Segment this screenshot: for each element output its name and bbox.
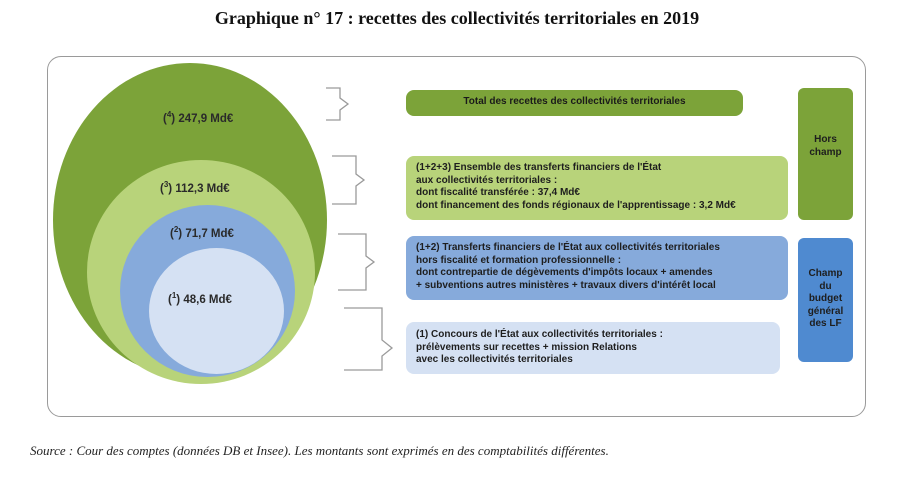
amount-label-2: (2) 71,7 Md€: [170, 225, 234, 240]
box-text-line: prélèvements sur recettes + mission Rela…: [416, 341, 637, 353]
side-label-line: champ: [809, 146, 842, 158]
box-text-line: dont financement des fonds régionaux de …: [416, 199, 736, 211]
side-label-line: général: [807, 305, 844, 317]
box-text-line: (1) Concours de l'État aux collectivités…: [416, 329, 663, 340]
page-title: Graphique n° 17 : recettes des collectiv…: [214, 8, 700, 28]
box-concours-etat: (1) Concours de l'État aux collectivités…: [406, 322, 780, 374]
box-text-line: (1+2) Transferts financiers de l'État au…: [416, 242, 720, 253]
box-ensemble-transferts: (1+2+3) Ensemble des transferts financie…: [406, 156, 788, 220]
amount-value: 71,7 Md€: [185, 227, 234, 240]
box-text-line: aux collectivités territoriales :: [416, 174, 558, 186]
box-total-recettes: Total des recettes des collectivités ter…: [406, 90, 743, 116]
side-label-line: du: [819, 280, 832, 292]
side-label-line: Hors: [814, 134, 837, 145]
amount-label-3: (3) 112,3 Md€: [160, 180, 230, 195]
amount-label-1: (1) 48,6 Md€: [168, 291, 232, 306]
box-transferts-hors-fiscalite: (1+2) Transferts financiers de l'État au…: [406, 236, 788, 300]
bracket-total: [326, 87, 350, 121]
box-text-line: + subventions autres ministères + travau…: [416, 279, 716, 291]
side-label-hors-champ: Hors champ: [798, 88, 853, 220]
connector-brackets: [326, 87, 394, 371]
amount-value: 48,6 Md€: [183, 293, 232, 306]
bracket-ensemble: [332, 155, 366, 205]
side-label-line: Champ: [808, 268, 843, 279]
amount-index: 3: [163, 180, 169, 189]
bracket-concours: [344, 307, 394, 371]
amount-label-4: (4) 247,9 Md€: [163, 110, 234, 125]
side-label-line: budget: [808, 293, 843, 304]
box-text-line: hors fiscalité et formation professionne…: [416, 254, 622, 266]
amount-value: 247,9 Md€: [178, 112, 234, 125]
side-label-champ-budget: Champ du budget général des LF: [798, 238, 853, 362]
box-text-line: (1+2+3) Ensemble des transferts financie…: [416, 162, 662, 173]
amount-value: 112,3 Md€: [175, 182, 230, 195]
side-label-line: des LF: [809, 318, 842, 329]
box-text-line: dont fiscalité transférée : 37,4 Md€: [416, 187, 580, 198]
bracket-transferts: [338, 233, 376, 291]
amount-index: 1: [171, 291, 177, 300]
source-note: Source : Cour des comptes (données DB et…: [30, 443, 609, 458]
amount-index: 4: [166, 110, 172, 119]
circle-concours-etat: [149, 248, 284, 374]
box-text-line: avec les collectivités territoriales: [416, 354, 573, 365]
amount-index: 2: [173, 225, 179, 234]
box-text-line: dont contrepartie de dégèvements d'impôt…: [416, 267, 713, 278]
